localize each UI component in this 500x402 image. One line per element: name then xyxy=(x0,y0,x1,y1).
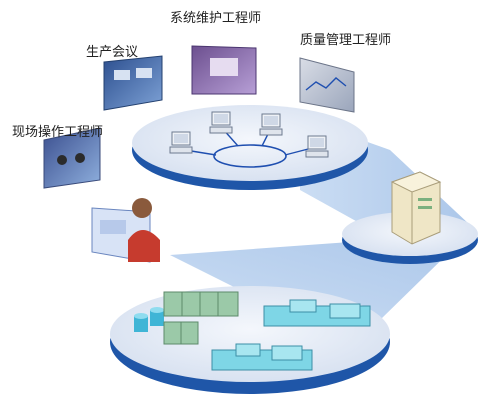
process-equipment-icon xyxy=(211,343,313,371)
server-platform xyxy=(342,171,478,264)
network-ring xyxy=(213,144,287,168)
pc-icon xyxy=(169,131,193,154)
storage-tank-icon xyxy=(134,307,164,332)
label-quality-management: 质量管理工程师 xyxy=(300,33,392,48)
pc-icon xyxy=(305,135,329,158)
photo-production-meeting xyxy=(103,55,163,111)
label-field-engineer: 现场操作工程师 xyxy=(12,125,104,140)
pc-icon xyxy=(209,111,233,134)
upper-platform xyxy=(132,105,368,190)
engineer-portrait-icon xyxy=(91,198,160,263)
photo-field-engineer xyxy=(43,127,101,189)
process-equipment-icon xyxy=(263,299,371,327)
control-cabinet-icon xyxy=(163,291,239,345)
server-icon xyxy=(390,171,442,245)
photo-quality-management xyxy=(299,57,355,113)
label-production-meeting: 生产会议 xyxy=(86,45,139,60)
photo-system-maintenance xyxy=(191,45,257,95)
lower-platform xyxy=(110,286,390,394)
label-system-maintenance: 系统维护工程师 xyxy=(170,11,262,26)
pc-icon xyxy=(259,113,283,136)
